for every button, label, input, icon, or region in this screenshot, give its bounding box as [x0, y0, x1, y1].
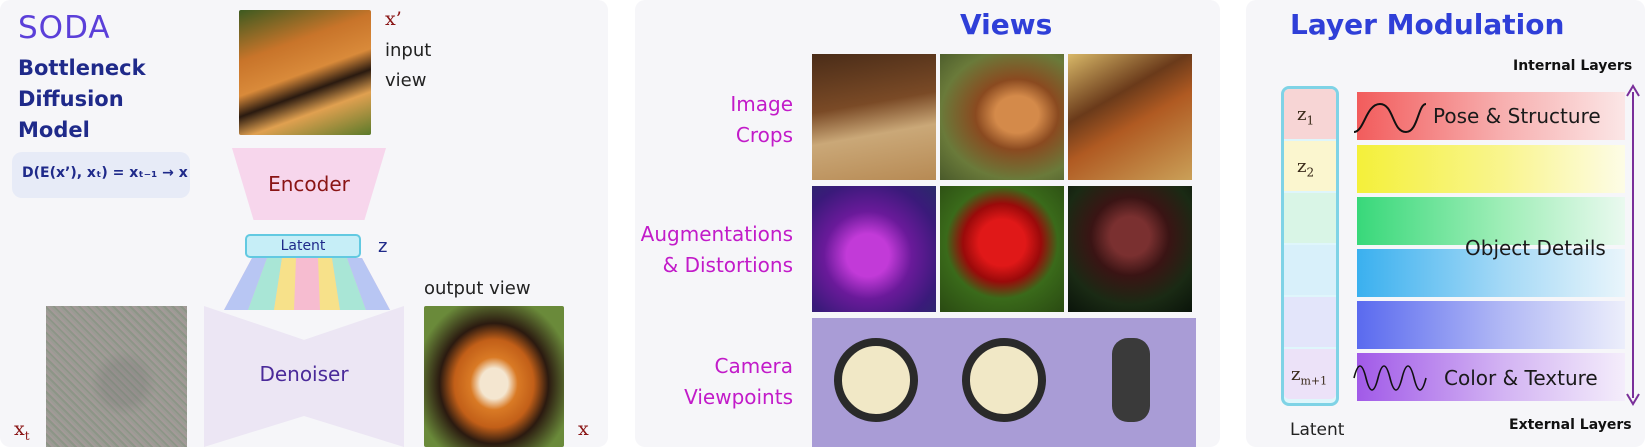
noisy-image	[46, 306, 187, 447]
horse-crop-image-2	[940, 54, 1064, 180]
pose-structure-label: Pose & Structure	[1433, 104, 1601, 128]
input-view-image	[239, 10, 371, 135]
latent-rainbow-fan	[224, 258, 390, 310]
xt-label: xt	[14, 418, 30, 443]
soda-title: SODA	[18, 10, 111, 46]
output-caption: output view	[424, 278, 531, 299]
row-label-augmentations: Augmentations& Distortions	[640, 222, 793, 277]
object-details-label: Object Details	[1465, 236, 1606, 260]
subtitle-line-3: Model	[18, 118, 90, 142]
output-view-image	[424, 306, 564, 447]
band-yellow	[1357, 145, 1625, 193]
equation-box	[12, 152, 190, 198]
latent-slot-2	[1284, 141, 1336, 191]
latent-box: Latent	[245, 234, 361, 258]
external-layers-label: External Layers	[1509, 417, 1632, 433]
band-cyan	[1357, 249, 1625, 297]
z1-label: z1	[1297, 104, 1315, 128]
latent-slot-6	[1284, 349, 1336, 399]
input-caption-line-1: input	[385, 40, 432, 61]
low-frequency-wave-icon	[1353, 102, 1427, 134]
layer-direction-arrow	[1626, 84, 1640, 406]
band-blue	[1357, 301, 1625, 349]
equation-text: D(E(x’), xₜ) = xₜ₋₁ → x	[22, 165, 188, 181]
x-prime-label: x’	[385, 8, 402, 30]
encoder-label: Encoder	[268, 172, 350, 196]
latent-caption: Latent	[1290, 420, 1345, 440]
high-frequency-wave-icon	[1353, 365, 1427, 391]
latent-slot-3	[1284, 193, 1336, 243]
band-green	[1357, 197, 1625, 245]
clock-view-image-2	[962, 338, 1046, 422]
subtitle-line-2: Diffusion	[18, 87, 124, 111]
rose-augmented-image-1	[812, 186, 936, 312]
horse-crop-image-1	[812, 54, 936, 180]
color-texture-label: Color & Texture	[1444, 366, 1598, 390]
internal-layers-label: Internal Layers	[1513, 58, 1633, 74]
input-caption-line-2: view	[385, 70, 427, 91]
x-output-label: x	[578, 418, 589, 440]
denoiser-label: Denoiser	[259, 362, 349, 386]
latent-slot-4	[1284, 245, 1336, 295]
latent-slot-1	[1284, 89, 1336, 139]
z-label: z	[378, 236, 388, 257]
subtitle-line-1: Bottleneck	[18, 56, 146, 80]
clock-view-image-3	[1112, 338, 1150, 422]
rose-augmented-image-3	[1068, 186, 1192, 312]
z2-label: z2	[1297, 156, 1315, 180]
horse-crop-image-3	[1068, 54, 1192, 180]
encoder-block	[232, 148, 386, 220]
views-title: Views	[960, 8, 1053, 41]
layer-modulation-title: Layer Modulation	[1290, 8, 1565, 41]
rose-augmented-image-2	[940, 186, 1064, 312]
zm1-label: zm+1	[1291, 364, 1328, 388]
latent-slot-5	[1284, 297, 1336, 347]
clock-view-image-1	[834, 338, 918, 422]
